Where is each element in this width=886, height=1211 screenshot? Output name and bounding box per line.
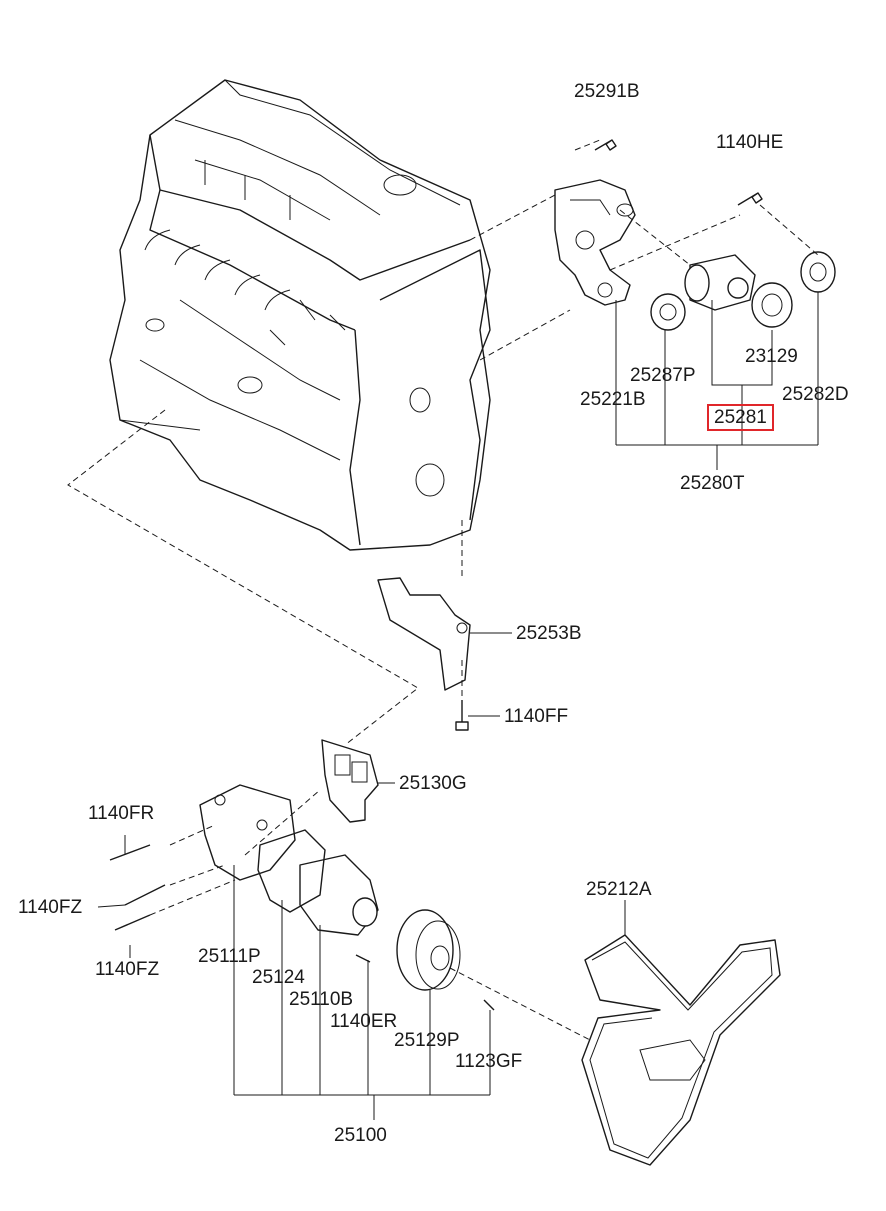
part-label-1140fr[interactable]: 1140FR	[88, 803, 155, 824]
part-label-1140er[interactable]: 1140ER	[330, 1011, 398, 1032]
part-label-25280t[interactable]: 25280T	[680, 473, 745, 494]
idler-pulley-drawing	[751, 282, 793, 328]
part-label-25130g[interactable]: 25130G	[399, 773, 467, 794]
part-label-23129[interactable]: 23129	[745, 346, 798, 367]
water-pump-housing-drawing	[199, 784, 296, 881]
part-label-25124[interactable]: 25124	[252, 967, 305, 988]
part-label-25212a[interactable]: 25212A	[586, 879, 652, 900]
drive-belt-drawing	[581, 934, 781, 1166]
part-label-1140fz-upper[interactable]: 1140FZ	[18, 897, 83, 918]
bolt-25291b-drawing	[594, 139, 617, 151]
part-label-25100[interactable]: 25100	[334, 1125, 387, 1146]
gasket-25130g-drawing	[321, 739, 379, 823]
part-label-1140he[interactable]: 1140HE	[716, 132, 784, 153]
engine-assembly-drawing	[109, 79, 491, 551]
part-label-25282d[interactable]: 25282D	[782, 384, 849, 405]
tensioner-drawing	[684, 254, 756, 311]
part-label-25287p[interactable]: 25287P	[630, 365, 696, 386]
part-label-25281-highlighted[interactable]: 25281	[707, 404, 774, 431]
part-label-1140fz-lower[interactable]: 1140FZ	[95, 959, 160, 980]
part-label-25111p[interactable]: 25111P	[198, 946, 261, 967]
bolt-1140he-drawing	[737, 192, 763, 206]
part-label-25253b[interactable]: 25253B	[516, 623, 582, 644]
part-label-1123gf[interactable]: 1123GF	[455, 1051, 523, 1072]
part-label-25129p[interactable]: 25129P	[394, 1030, 460, 1051]
pump-gasket-drawing	[257, 829, 326, 913]
part-label-25291b[interactable]: 25291B	[574, 81, 640, 102]
pulley-25287p-drawing	[650, 293, 686, 331]
leader-lines	[97, 292, 819, 1120]
bolt-1140ff-drawing	[455, 700, 469, 731]
part-label-1140ff[interactable]: 1140FF	[504, 706, 569, 727]
tensioner-bracket-drawing	[554, 179, 636, 306]
pump-pulley-drawing	[396, 909, 461, 991]
pulley-25282d-drawing	[800, 251, 836, 293]
part-label-25221b[interactable]: 25221B	[580, 389, 646, 410]
reference-lines	[67, 139, 819, 1041]
bolts-pump-drawing	[109, 844, 495, 1011]
part-label-25110b[interactable]: 25110B	[289, 989, 354, 1010]
bracket-25253b-drawing	[377, 577, 471, 691]
pump-body-drawing	[299, 854, 379, 936]
